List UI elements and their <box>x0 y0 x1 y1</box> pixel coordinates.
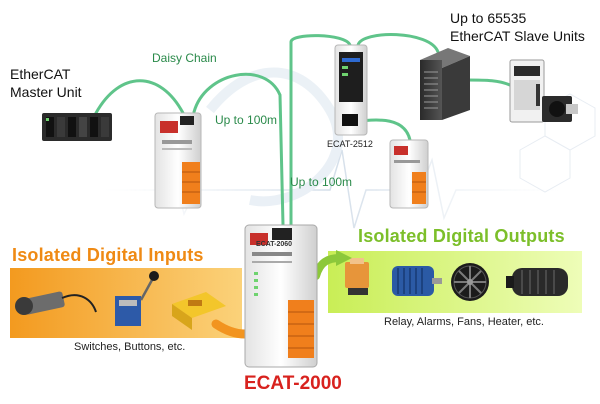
servo-motor-device <box>542 96 578 122</box>
master-unit-label-line1: EtherCAT <box>10 66 71 82</box>
limit-switch-icon <box>115 271 159 326</box>
motor-icon <box>392 266 442 296</box>
slave-units-label-line2: EtherCAT Slave Units <box>450 28 585 44</box>
ethercat-cables <box>94 33 514 227</box>
cable-daisy-chain <box>192 72 285 227</box>
proximity-sensor-icon <box>15 291 97 315</box>
cable-to-ecat2512 <box>289 34 352 227</box>
servo-drive-device <box>509 59 545 123</box>
slave-unit-device <box>420 48 470 120</box>
ecat-2512-label: ECAT-2512 <box>327 139 373 149</box>
ethercat-module-2 <box>389 139 429 209</box>
isolated-inputs-title: Isolated Digital Inputs <box>12 245 204 265</box>
master-unit-label-line2: Master Unit <box>10 84 82 100</box>
fan-icon <box>451 263 489 301</box>
product-name-label: ECAT-2000 <box>244 373 342 394</box>
master-unit-device <box>42 113 112 141</box>
relay-icon <box>345 258 369 295</box>
isolated-outputs-title: Isolated Digital Outputs <box>358 226 565 246</box>
up-to-100m-label-upper: Up to 100m <box>215 113 278 127</box>
daisy-chain-label: Daisy Chain <box>152 51 217 65</box>
ecat-2000-module <box>244 224 318 368</box>
cable-to-servo <box>464 78 514 88</box>
outputs-caption: Relay, Alarms, Fans, Heater, etc. <box>384 316 544 328</box>
slave-units-label-line1: Up to 65535 <box>450 10 527 26</box>
module-model-label: ECAT-2060 <box>256 241 293 248</box>
cable-master-to-first <box>94 79 185 115</box>
ecat-2512-device <box>334 44 368 136</box>
heater-icon <box>506 268 568 296</box>
cable-to-slaves <box>356 33 440 54</box>
ethercat-module-1 <box>154 112 202 209</box>
up-to-100m-label-lower: Up to 100m <box>290 175 353 189</box>
inductive-sensor-icon <box>172 292 226 330</box>
inputs-caption: Switches, Buttons, etc. <box>74 341 186 353</box>
